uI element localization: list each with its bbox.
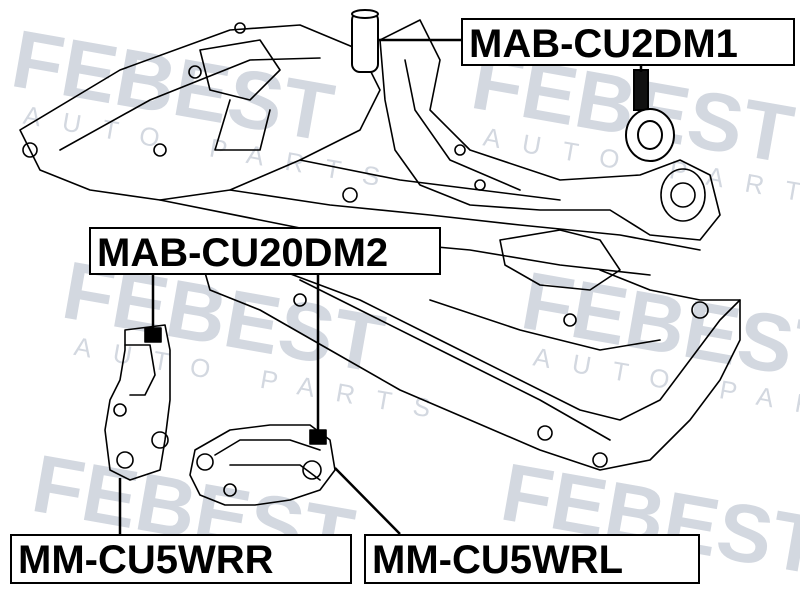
part-label-mm-cu5wrl: MM-CU5WRL [364, 534, 700, 584]
part-label-mab-cu2dm1: MAB-CU2DM1 [461, 18, 795, 66]
bushing-top-left [351, 9, 379, 73]
part-label-mab-cu20dm2: MAB-CU20DM2 [89, 227, 441, 275]
part-label-mm-cu5wrr: MM-CU5WRR [10, 534, 352, 584]
subframe-drawing [19, 19, 741, 506]
watermark-layer: FEBEST AUTO PARTS FEBEST AUTO PARTS FEBE… [6, 13, 800, 592]
leader-lines [118, 38, 643, 535]
